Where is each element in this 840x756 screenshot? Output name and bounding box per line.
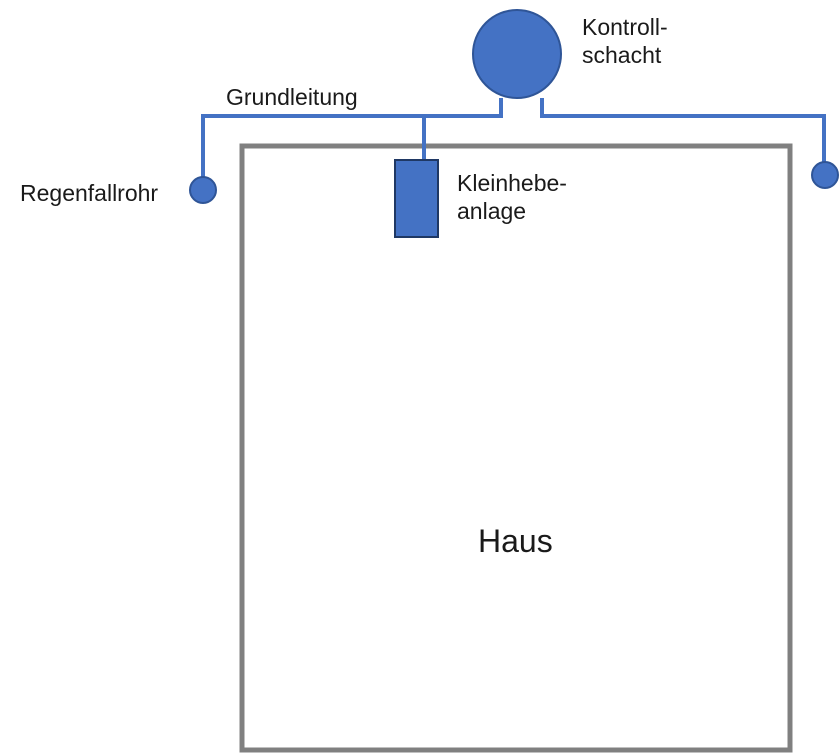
kleinhebeanlage-label-line-2: anlage	[457, 197, 527, 224]
grundleitung-label: Grundleitung	[226, 84, 358, 110]
regenfallrohr-downpipe-left	[189, 176, 217, 204]
haus-label: Haus	[478, 523, 553, 559]
kleinhebeanlage-label: Kleinhebe- anlage	[457, 170, 567, 225]
kontrollschacht-label-line-2: schacht	[582, 41, 662, 68]
downpipe-right	[811, 161, 839, 189]
regenfallrohr-label: Regenfallrohr	[20, 180, 159, 206]
kleinhebeanlage-label-line-1: Kleinhebe-	[457, 170, 567, 196]
kontrollschacht-label-line-1: Kontroll-	[582, 14, 668, 40]
kontrollschacht-shaft	[472, 9, 562, 99]
house-outline	[239, 143, 793, 753]
pipe-left-branch	[201, 98, 503, 178]
kontrollschacht-label: Kontroll- schacht	[582, 14, 668, 69]
kleinhebeanlage-unit	[394, 159, 439, 238]
grundleitung-pipes	[201, 98, 826, 178]
pipe-right-branch	[540, 98, 826, 162]
